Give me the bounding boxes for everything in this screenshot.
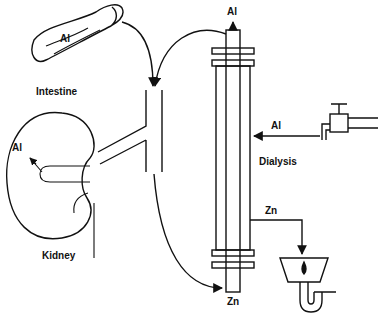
organ-label: Kidney bbox=[42, 250, 75, 261]
element-label: Zn bbox=[226, 296, 240, 307]
element-label: Al bbox=[60, 33, 70, 44]
kidney: AlKidney bbox=[2, 108, 114, 273]
element-label: Al bbox=[270, 120, 282, 131]
absorption-arrow bbox=[122, 22, 153, 86]
kidney-outline bbox=[2, 108, 114, 273]
dialysis-column bbox=[212, 22, 254, 292]
drop bbox=[302, 262, 306, 274]
kidney-detail bbox=[30, 158, 94, 258]
kidney-shape bbox=[7, 113, 94, 239]
intestine-outline bbox=[26, 0, 126, 100]
zinc-arrow bbox=[250, 220, 302, 254]
blood-flow-arrow bbox=[154, 174, 222, 288]
blood-vessel bbox=[98, 90, 162, 172]
element-label: Al bbox=[12, 142, 22, 153]
element-label: Al bbox=[226, 6, 238, 17]
intestine: AlIntestine bbox=[26, 0, 126, 100]
intestine-detail bbox=[46, 28, 100, 54]
water-tap bbox=[322, 104, 378, 140]
tap-water-arrow bbox=[254, 135, 320, 136]
organ-label: Intestine bbox=[36, 86, 77, 97]
device-label: Dialysis bbox=[258, 156, 298, 167]
element-label: Zn bbox=[264, 205, 278, 216]
intestine-shape bbox=[32, 5, 123, 62]
excretion-arrow bbox=[30, 158, 36, 164]
sink-drain bbox=[280, 258, 336, 312]
